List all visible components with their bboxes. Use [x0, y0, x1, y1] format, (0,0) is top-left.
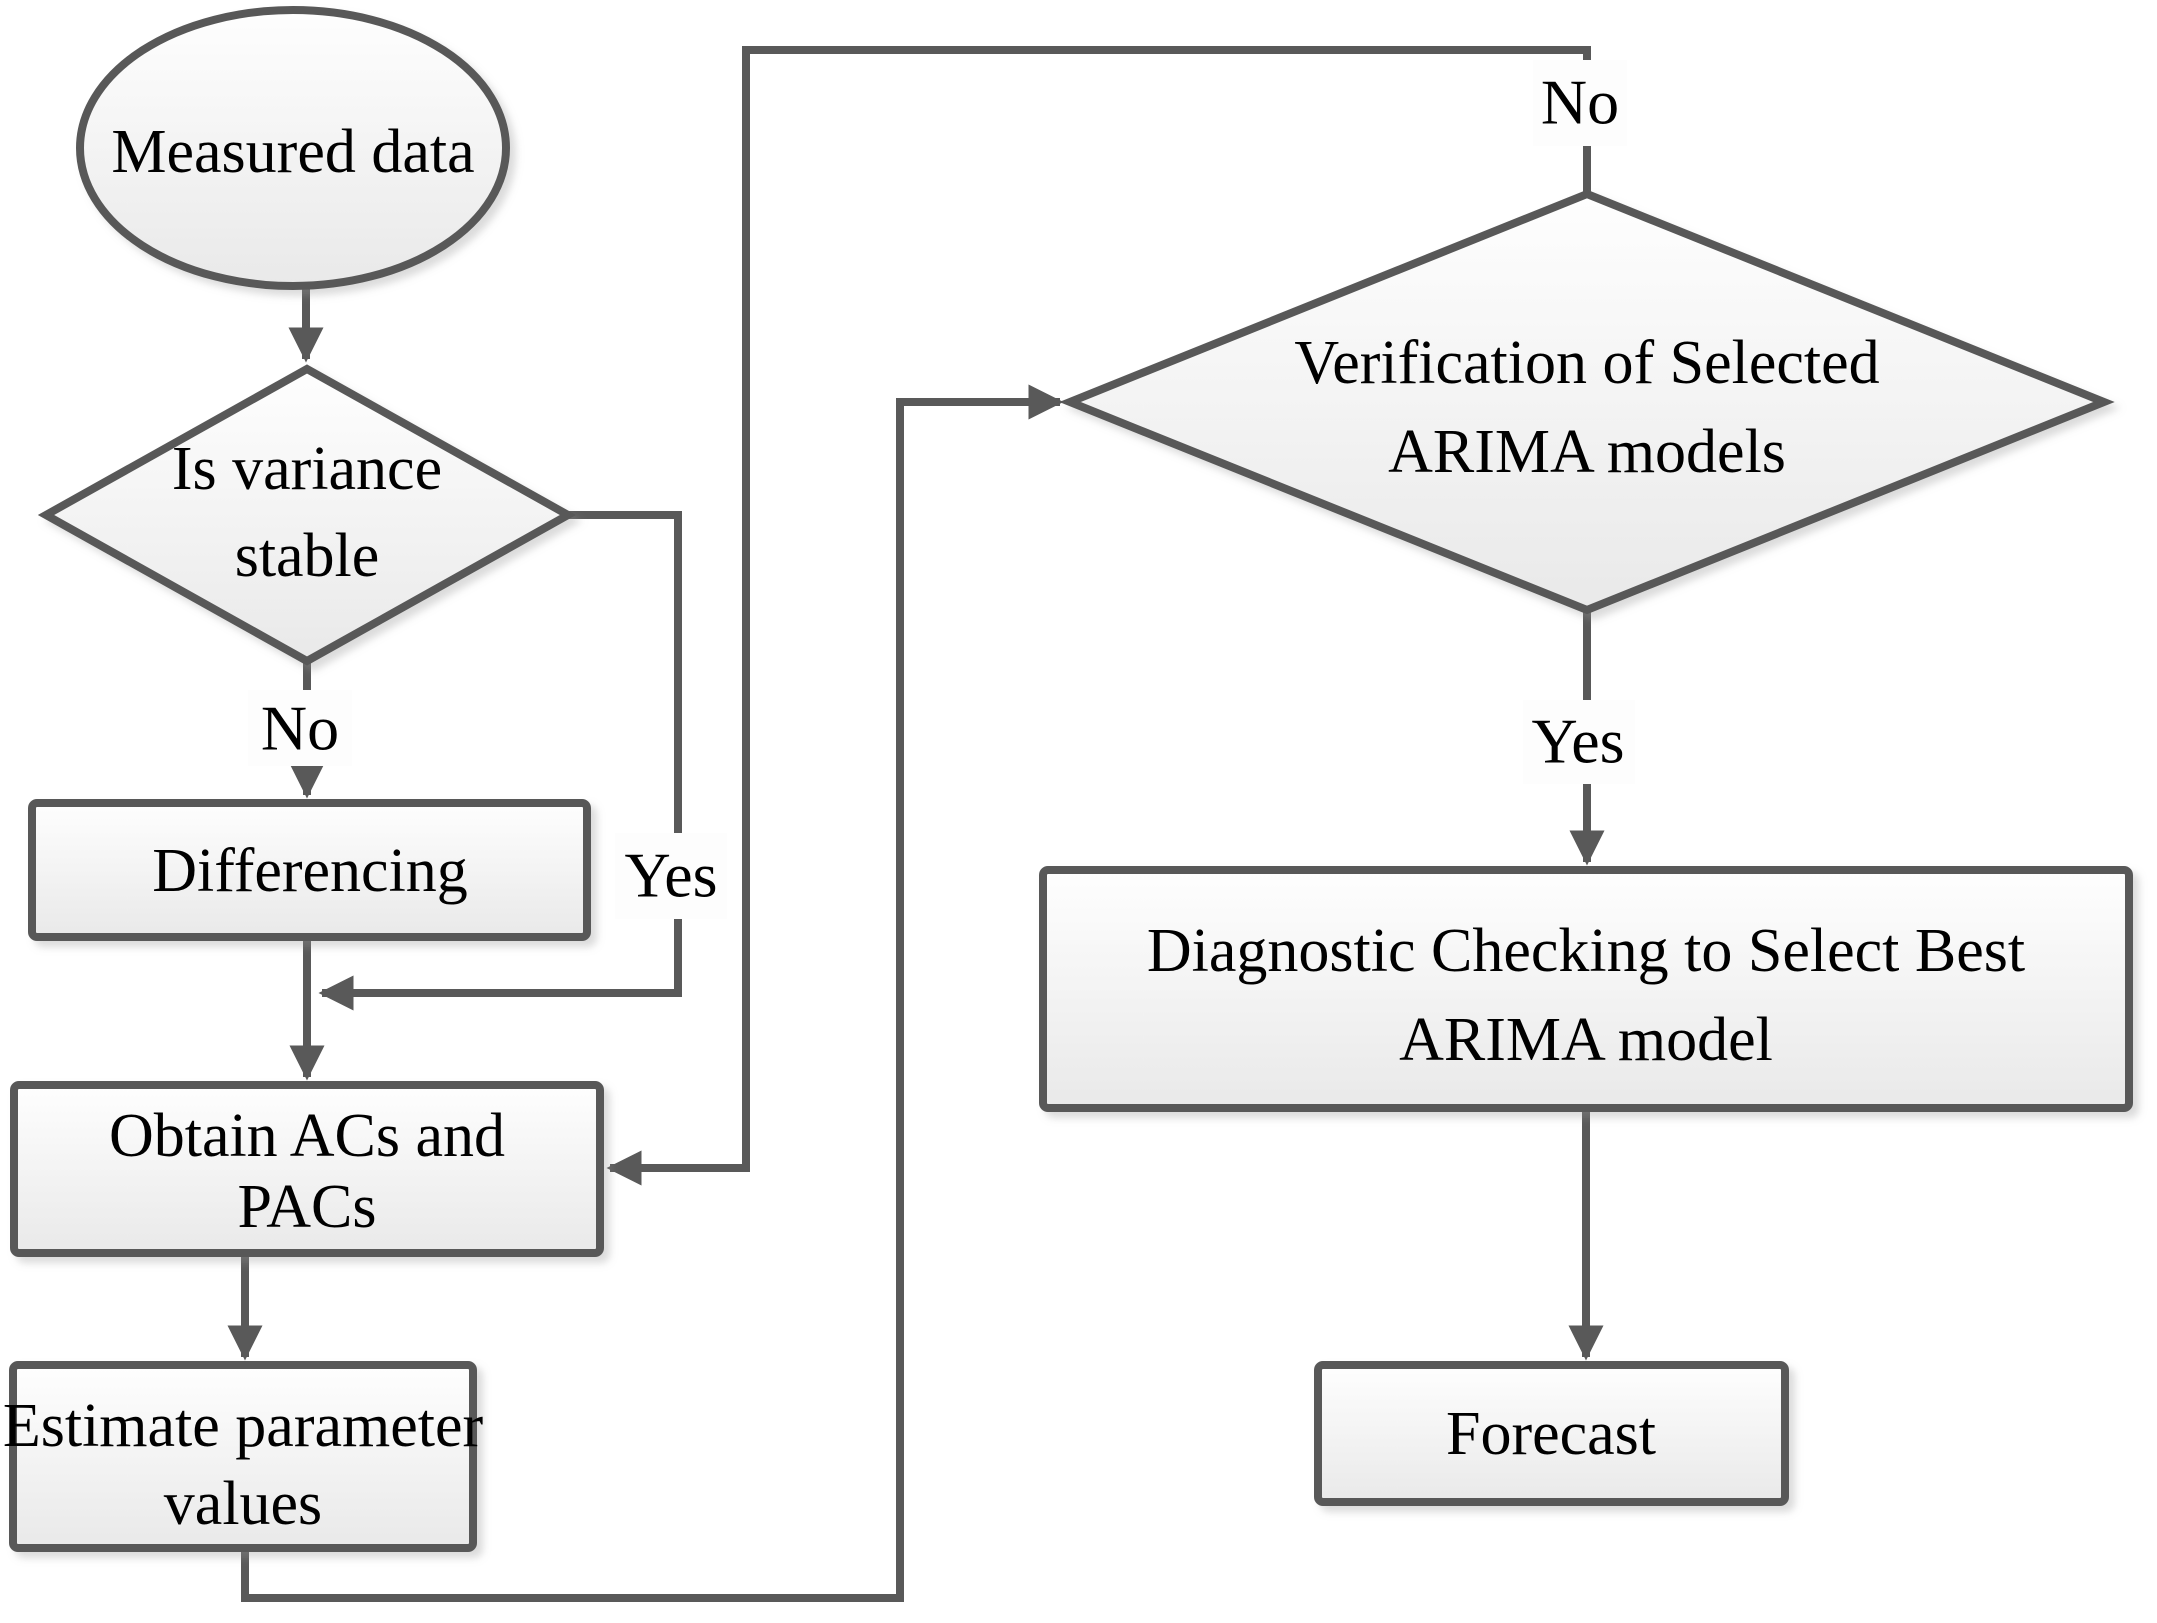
node-variance-decision — [37, 364, 577, 666]
node-verification-decision — [1059, 189, 2115, 615]
edge-estimate-to-verification — [241, 384, 1064, 1602]
node-forecast — [1314, 1361, 1789, 1506]
node-verification-decision-line2: ARIMA models — [1388, 418, 1786, 486]
variance-no-label: No — [261, 693, 339, 764]
node-differencing — [28, 799, 591, 941]
verification-yes-label: Yes — [1531, 706, 1624, 777]
node-estimate-params-line2: values — [164, 1470, 322, 1538]
node-measured-data-label: Measured data — [111, 118, 474, 186]
node-verification-decision-line1: Verification of Selected — [1294, 329, 1879, 397]
verification-no-label: No — [1541, 67, 1619, 138]
variance-yes-label-patch — [615, 833, 727, 919]
node-obtain-acs-line2: PACs — [237, 1173, 376, 1241]
node-forecast-label: Forecast — [1446, 1400, 1656, 1468]
variance-no-label-patch — [248, 690, 352, 766]
node-variance-decision-line2: stable — [235, 522, 380, 590]
node-diagnostic-checking — [1039, 866, 2133, 1112]
node-obtain-acs-line1: Obtain ACs and — [109, 1102, 505, 1170]
node-obtain-acs — [10, 1081, 604, 1257]
node-measured-data — [76, 6, 510, 290]
verification-no-label-patch — [1533, 60, 1627, 146]
node-estimate-params — [9, 1361, 477, 1552]
node-diagnostic-checking-line1: Diagnostic Checking to Select Best — [1147, 917, 2025, 985]
variance-yes-label: Yes — [624, 840, 717, 911]
node-diagnostic-checking-line2: ARIMA model — [1399, 1006, 1773, 1074]
node-estimate-params-line1: Estimate parameter — [3, 1392, 484, 1460]
node-variance-decision-line1: Is variance — [172, 435, 442, 503]
edge-variance-yes-branch — [318, 511, 682, 1011]
verification-yes-label-patch — [1523, 700, 1635, 784]
node-differencing-label: Differencing — [152, 837, 468, 905]
